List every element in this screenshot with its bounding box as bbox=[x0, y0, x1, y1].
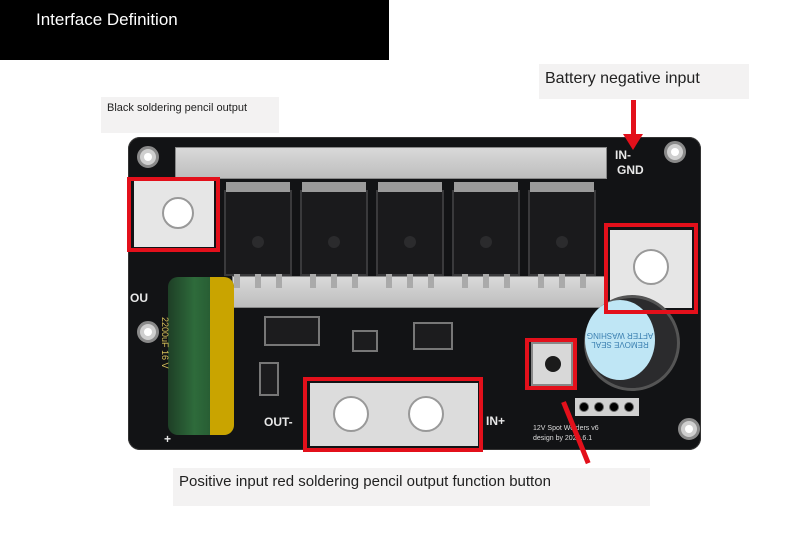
mosfet-4 bbox=[452, 182, 520, 288]
chip-optocoupler bbox=[264, 316, 320, 346]
silk-plus: + bbox=[164, 432, 172, 446]
annotation-box-black-output bbox=[127, 177, 220, 252]
pad-gnd-hole bbox=[633, 249, 669, 285]
mount-hole-top-left bbox=[137, 146, 159, 168]
mount-hole-top-right bbox=[664, 141, 686, 163]
callout-positive-input: Positive input red soldering pencil outp… bbox=[173, 468, 650, 506]
silk-in-plus: IN+ bbox=[486, 414, 506, 428]
silk-gnd: GND bbox=[617, 163, 644, 177]
function-button[interactable] bbox=[531, 342, 573, 386]
pad-positive-hole-2 bbox=[408, 396, 444, 432]
chip-diode bbox=[259, 362, 279, 396]
header-banner bbox=[0, 0, 389, 60]
silk-model: 12V Spot Welders v6 bbox=[533, 425, 599, 432]
pad-black-output-hole bbox=[162, 197, 194, 229]
annotation-box-function-button bbox=[525, 338, 577, 390]
capacitor-label: 2200uF 16 V bbox=[160, 317, 170, 369]
mount-hole-left bbox=[137, 321, 159, 343]
mount-hole-bottom-right bbox=[678, 418, 700, 440]
arrow-battery-shaft bbox=[631, 100, 636, 136]
silk-in-minus: IN- bbox=[615, 148, 631, 162]
silk-out-left: OU bbox=[130, 291, 148, 305]
chip-regulator bbox=[352, 330, 378, 352]
callout-battery-negative: Battery negative input bbox=[539, 64, 749, 99]
annotation-box-battery-negative bbox=[604, 223, 698, 314]
silk-out-minus: OUT- bbox=[264, 415, 293, 429]
mosfet-5 bbox=[528, 182, 596, 288]
chip-driver bbox=[413, 322, 453, 350]
capacitor: 2200uF 16 V bbox=[160, 277, 234, 435]
mosfet-3 bbox=[376, 182, 444, 288]
mosfet-1 bbox=[224, 182, 292, 288]
mosfet-2 bbox=[300, 182, 368, 288]
pin-header bbox=[575, 398, 639, 416]
arrow-battery-head bbox=[623, 134, 643, 150]
capacitor-band bbox=[210, 277, 234, 435]
annotation-box-positive-input bbox=[303, 377, 483, 452]
pad-positive-hole-1 bbox=[333, 396, 369, 432]
callout-black-output: Black soldering pencil output bbox=[101, 97, 279, 133]
tin-strip-top bbox=[175, 147, 607, 179]
silk-design: design by 2020.6.1 bbox=[533, 435, 593, 442]
header-title: Interface Definition bbox=[36, 10, 178, 29]
